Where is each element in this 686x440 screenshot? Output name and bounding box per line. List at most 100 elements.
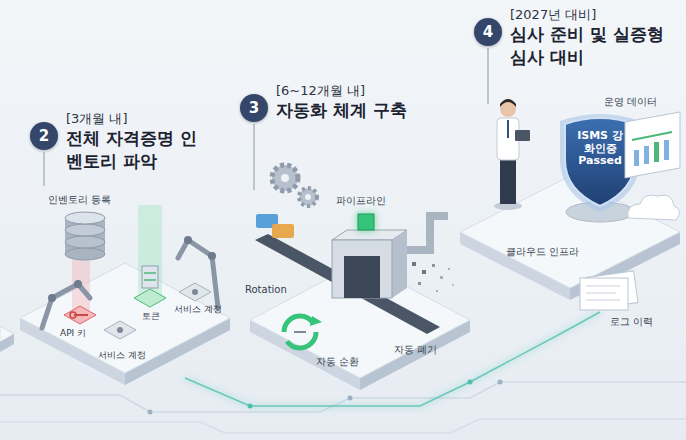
step-number: 2 — [30, 122, 58, 150]
database-cylinder — [65, 224, 105, 236]
pipeline-gate — [392, 230, 407, 298]
robot-arm — [178, 240, 218, 308]
guide-line — [253, 124, 254, 190]
cloud-icon — [628, 195, 680, 220]
step-title: 전체 자격증명 인벤토리 파악 — [66, 127, 206, 173]
step-period: [2027년 대비] — [510, 6, 670, 23]
guide-line — [487, 48, 488, 104]
person — [500, 158, 516, 204]
label-text: 토큰 — [142, 311, 160, 321]
label-text: 운영 데이터 — [604, 96, 657, 107]
label-text: 파이프라인 — [336, 195, 386, 206]
token-tile — [134, 289, 166, 307]
circuit-dot — [248, 404, 253, 409]
part-label: 자동 폐기 — [394, 344, 437, 356]
label-text: 자동 폐기 — [394, 344, 437, 355]
robot-joint — [184, 236, 192, 244]
log-document — [586, 300, 620, 301]
dashboard-chart — [634, 150, 639, 166]
particle — [418, 282, 421, 285]
platform-edge — [0, 334, 14, 352]
guide-line — [43, 152, 44, 186]
key-icon — [70, 312, 76, 318]
part-label: 토큰 — [142, 311, 160, 321]
step-number: 3 — [240, 94, 268, 122]
robot-joint — [74, 280, 82, 288]
label-text: 로그 이력 — [610, 316, 653, 327]
person — [507, 120, 509, 138]
part-label: 인벤토리 등록 — [48, 194, 111, 206]
person — [500, 99, 516, 107]
log-document — [580, 278, 628, 310]
light-beam — [138, 205, 162, 300]
step-header: 3 [6~12개월 내]자동화 체계 구축 — [240, 82, 466, 122]
pipeline-gate — [332, 240, 392, 298]
dashboard-chart — [654, 142, 659, 162]
particle — [436, 290, 438, 292]
particle — [432, 264, 435, 267]
part-label: 자동 순환 — [316, 356, 359, 368]
gear — [305, 194, 311, 200]
label-text: 서비스 계정 — [98, 350, 146, 360]
dashboard-chart — [632, 132, 672, 140]
part-label: API 키 — [60, 328, 86, 338]
pipe — [407, 216, 448, 250]
label-text: 클라우드 인프라 — [506, 246, 579, 257]
part-label: 서비스 계정 — [98, 350, 146, 360]
dashboard-chart — [644, 146, 649, 164]
particle — [448, 268, 450, 270]
gear — [272, 165, 298, 191]
label-text: 서비스 계정 — [174, 304, 222, 314]
key-icon — [294, 331, 306, 333]
rotation-arrow — [310, 316, 322, 326]
log-document — [586, 293, 616, 294]
shield-label: ISMS 강화인증 Passed — [572, 130, 628, 168]
server-stack — [142, 266, 158, 288]
account-tile — [179, 283, 211, 301]
key-tile — [64, 306, 96, 324]
label-text: API 키 — [60, 328, 86, 338]
step-header: 4 [2027년 대비]심사 준비 및 실증형 심사 대비 — [474, 6, 670, 69]
account-tile — [104, 321, 136, 339]
database-cylinder — [65, 236, 105, 248]
dashboard-chart — [664, 140, 669, 160]
step-period: [6~12개월 내] — [276, 82, 466, 99]
robot-joint — [48, 294, 56, 302]
step-title: 자동화 체계 구축 — [276, 99, 466, 122]
part-label: 로그 이력 — [610, 316, 653, 328]
step-heading: [6~12개월 내]자동화 체계 구축 — [276, 82, 466, 122]
label-text: ISMS 강화인증 Passed — [577, 129, 623, 167]
step-period: [3개월 내] — [66, 110, 206, 127]
log-document — [586, 286, 620, 287]
platform-top — [460, 176, 680, 288]
circuit-dot — [468, 380, 473, 385]
server-stack — [144, 272, 156, 274]
robot-joint — [208, 252, 216, 260]
account-icon — [192, 289, 198, 295]
label-text: 자동 순환 — [316, 356, 359, 367]
light-beam — [72, 255, 90, 310]
glow-cube — [358, 214, 374, 230]
gear — [299, 188, 317, 206]
credential-card — [272, 224, 294, 238]
server-stack — [144, 279, 156, 281]
part-label: 파이프라인 — [336, 195, 386, 207]
part-label: 운영 데이터 — [604, 96, 657, 108]
label-text: Rotation — [245, 284, 287, 295]
dashboard — [625, 112, 680, 178]
step-title: 심사 준비 및 실증형 심사 대비 — [510, 23, 670, 69]
account-icon — [117, 327, 123, 333]
database-cylinder — [65, 248, 105, 260]
step-number: 4 — [474, 18, 502, 46]
part-label: Rotation — [245, 284, 287, 296]
part-label: 클라우드 인프라 — [506, 246, 579, 258]
part-label: 서비스 계정 — [174, 304, 222, 314]
pipeline-gate — [344, 256, 380, 298]
circuit-dot — [498, 380, 503, 385]
tablet — [515, 130, 530, 141]
step-heading: [2027년 대비]심사 준비 및 실증형 심사 대비 — [510, 6, 670, 69]
platform-top — [20, 263, 230, 373]
step-header: 2 [3개월 내]전체 자격증명 인벤토리 파악 — [30, 110, 206, 173]
particle — [422, 270, 426, 274]
